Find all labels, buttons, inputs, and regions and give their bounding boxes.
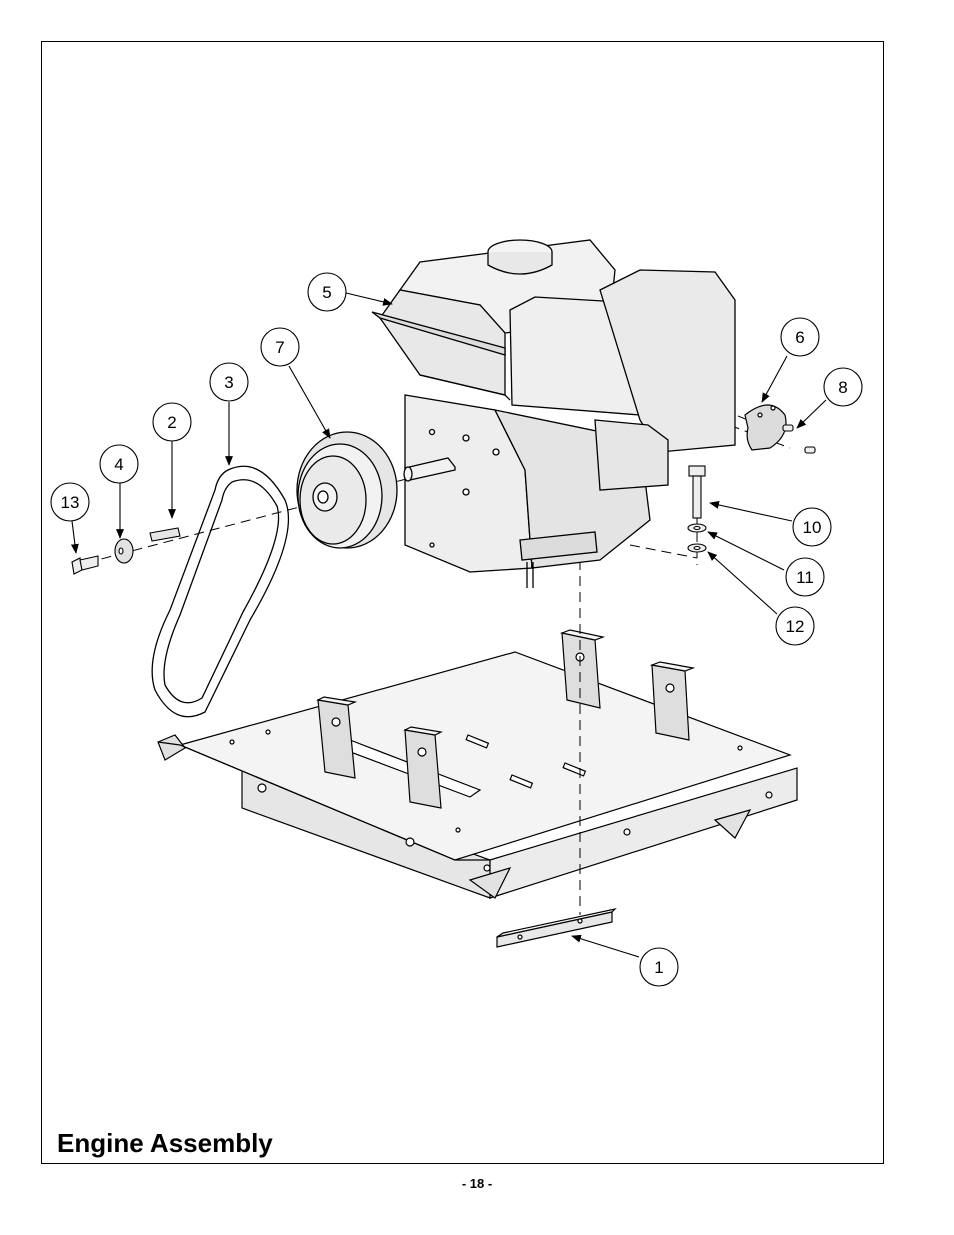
part-1-bottom-bar [497,909,615,947]
part-8-screws [783,425,815,453]
part-2-key [150,528,180,541]
callout-8: 8 [824,368,862,406]
svg-text:7: 7 [275,338,284,357]
callout-12: 12 [776,607,814,645]
callout-3: 3 [210,363,248,401]
page-title: Engine Assembly [57,1128,273,1159]
callout-2: 2 [153,403,191,441]
svg-text:2: 2 [167,413,176,432]
callout-11: 11 [786,558,824,596]
base-plate [158,652,797,898]
part-10-bolt [689,466,705,518]
svg-text:8: 8 [838,378,847,397]
engine [372,240,735,588]
svg-text:11: 11 [796,568,814,587]
callout-5: 5 [308,273,346,311]
part-13-bolt [72,556,98,574]
part-11-washer [688,524,706,532]
callout-10: 10 [793,508,831,546]
part-4-washer [115,539,133,563]
callout-7: 7 [261,328,299,366]
callout-6: 6 [781,318,819,356]
svg-text:1: 1 [654,958,663,977]
page-number: - 18 - [0,1176,954,1191]
callout-13: 13 [51,483,89,521]
svg-text:13: 13 [61,493,80,512]
part-12-washer [688,544,706,552]
svg-text:5: 5 [322,283,331,302]
svg-text:3: 3 [224,373,233,392]
svg-text:10: 10 [803,518,822,537]
callout-4: 4 [100,445,138,483]
part-3-belt [152,466,288,716]
svg-text:4: 4 [114,455,123,474]
part-6-guard-bracket [745,405,786,450]
part-7-pulley [297,432,397,548]
svg-text:12: 12 [786,617,805,636]
callout-1: 1 [640,948,678,986]
svg-text:6: 6 [795,328,804,347]
